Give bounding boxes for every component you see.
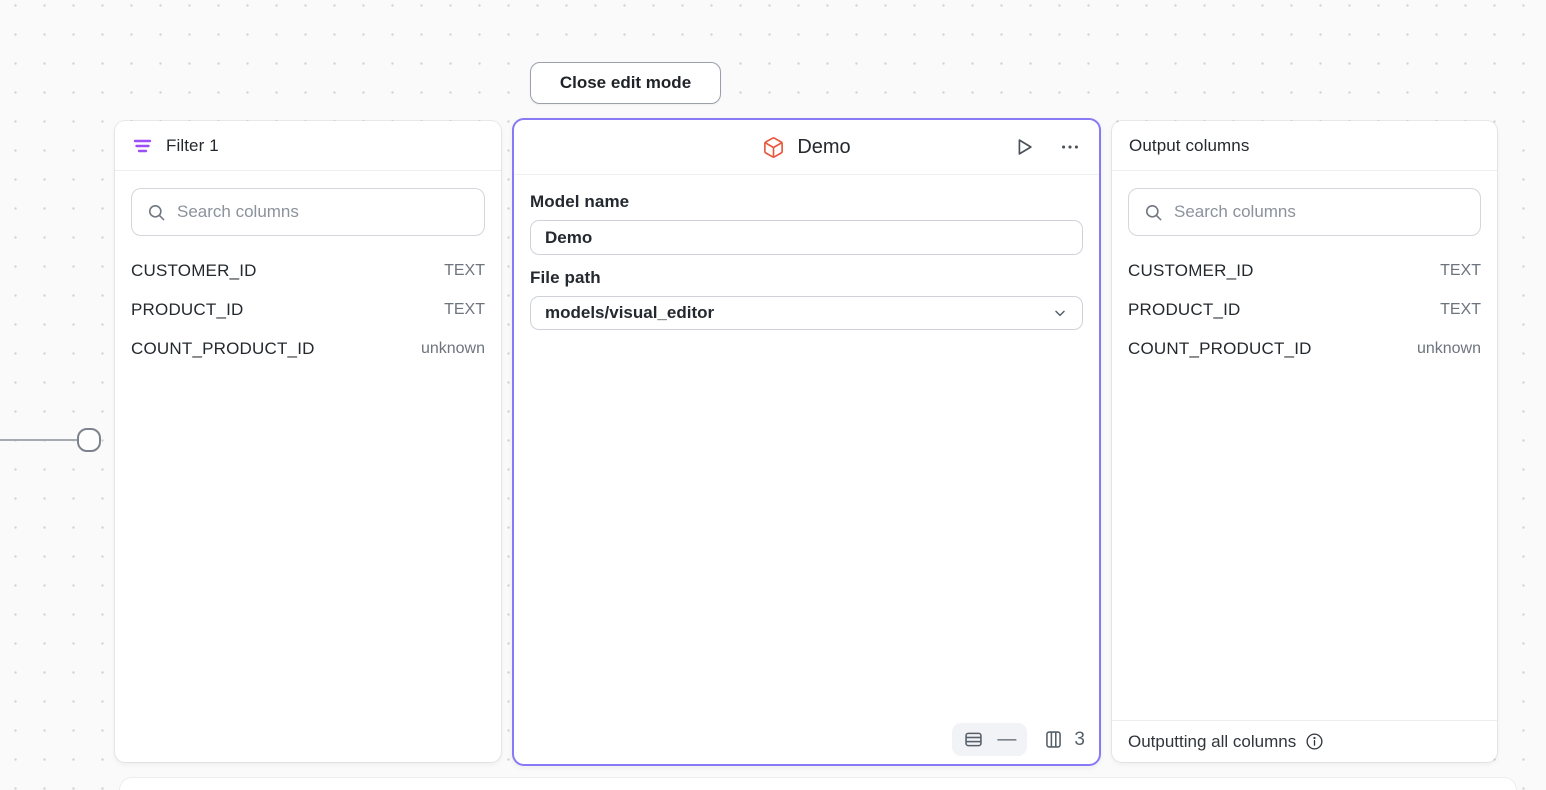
edge-connector-line: [0, 439, 78, 441]
run-model-button[interactable]: [1011, 134, 1037, 160]
model-name-input[interactable]: [530, 220, 1083, 255]
search-icon: [1144, 203, 1163, 222]
ellipsis-icon: [1059, 136, 1081, 158]
column-type: unknown: [420, 339, 485, 357]
output-search-input[interactable]: [1174, 202, 1465, 222]
column-row[interactable]: PRODUCT_ID TEXT: [1128, 290, 1481, 329]
column-name: COUNT_PRODUCT_ID: [1128, 338, 1312, 358]
column-count-stat[interactable]: 3: [1043, 729, 1085, 751]
model-panel-title: Demo: [797, 135, 851, 158]
output-panel-footer: Outputting all columns: [1112, 720, 1497, 762]
column-type: TEXT: [444, 261, 485, 279]
column-type: unknown: [1416, 339, 1481, 357]
info-icon[interactable]: [1305, 732, 1324, 751]
column-type: TEXT: [444, 300, 485, 318]
column-row[interactable]: COUNT_PRODUCT_ID unknown: [131, 329, 485, 368]
column-row[interactable]: PRODUCT_ID TEXT: [131, 290, 485, 329]
filter-search-box[interactable]: [131, 188, 485, 236]
output-search-box[interactable]: [1128, 188, 1481, 236]
edge-connector-handle[interactable]: [77, 428, 101, 452]
output-column-list: CUSTOMER_ID TEXT PRODUCT_ID TEXT COUNT_P…: [1112, 251, 1497, 368]
play-icon: [1013, 136, 1035, 158]
filter-panel-header: Filter 1: [115, 121, 501, 171]
cube-icon: [762, 136, 785, 159]
close-edit-mode-button[interactable]: Close edit mode: [530, 62, 721, 104]
column-name: PRODUCT_ID: [131, 299, 244, 319]
column-row[interactable]: COUNT_PRODUCT_ID unknown: [1128, 329, 1481, 368]
column-name: CUSTOMER_ID: [131, 260, 257, 280]
column-row[interactable]: CUSTOMER_ID TEXT: [1128, 251, 1481, 290]
row-count-value: —: [997, 728, 1017, 750]
output-columns-panel[interactable]: Output columns CUSTOMER_ID TEXT PRODUCT_…: [1112, 121, 1497, 762]
filter-node-panel[interactable]: Filter 1 CUSTOMER_ID TEXT PRODUCT_ID TEX…: [115, 121, 501, 762]
table-rows-icon: [963, 729, 984, 750]
search-icon: [147, 203, 166, 222]
chevron-down-icon: [1052, 305, 1068, 321]
output-footer-text: Outputting all columns: [1128, 731, 1297, 751]
file-path-select[interactable]: models/visual_editor: [530, 296, 1083, 330]
column-name: COUNT_PRODUCT_ID: [131, 338, 315, 358]
column-row[interactable]: CUSTOMER_ID TEXT: [131, 251, 485, 290]
column-name: PRODUCT_ID: [1128, 299, 1241, 319]
model-name-label: Model name: [530, 192, 630, 211]
model-node-panel[interactable]: Demo Model name File path: [512, 118, 1101, 766]
output-panel-title: Output columns: [1129, 135, 1250, 155]
column-type: TEXT: [1440, 300, 1481, 318]
row-count-stat[interactable]: —: [952, 723, 1028, 756]
column-count-value: 3: [1074, 728, 1085, 750]
table-columns-icon: [1043, 729, 1064, 750]
column-name: CUSTOMER_ID: [1128, 260, 1254, 280]
filter-lines-icon: [132, 136, 153, 156]
filter-panel-title: Filter 1: [166, 135, 219, 155]
filter-search-input[interactable]: [177, 202, 469, 222]
filter-column-list: CUSTOMER_ID TEXT PRODUCT_ID TEXT COUNT_P…: [115, 251, 501, 368]
file-path-label: File path: [530, 268, 601, 287]
column-type: TEXT: [1440, 261, 1481, 279]
more-options-button[interactable]: [1057, 134, 1083, 160]
model-panel-header: Demo: [514, 120, 1099, 175]
file-path-value: models/visual_editor: [545, 303, 715, 322]
output-panel-header: Output columns: [1112, 121, 1497, 171]
bottom-panel: [120, 778, 1516, 790]
